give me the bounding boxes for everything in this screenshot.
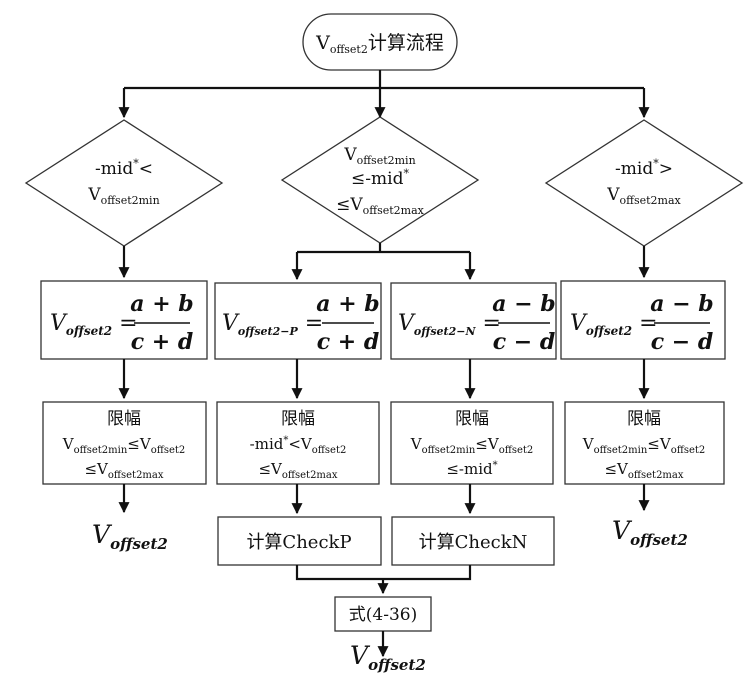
limit-box-1: 限幅 Voffset2min≤Voffset2 ≤Voffset2max <box>42 401 207 485</box>
check-p-box: 计算CheckP <box>217 516 382 566</box>
formula-box-2: Voffset2−P = a + b c + d <box>214 282 382 360</box>
formula-1-numerator: a + b <box>130 291 193 317</box>
check-p-label: 计算CheckP <box>246 532 351 553</box>
check-p-rect <box>217 516 382 566</box>
check-n-label: 计算CheckN <box>419 532 528 553</box>
decision-middle-line2: ≤-mid* <box>351 167 409 189</box>
formula-3-numerator: a − b <box>492 291 555 317</box>
limit-2-title: 限幅 <box>281 409 315 429</box>
decision-left-line2: Voffset2min <box>87 185 159 207</box>
start-sub: offset2 <box>330 43 368 56</box>
formula-1-rect <box>40 280 208 360</box>
limit-box-4: 限幅 Voffset2min≤Voffset2 ≤Voffset2max <box>564 401 725 485</box>
start-node: Voffset2计算流程 <box>302 13 458 71</box>
equation-label: 式(4-36) <box>349 605 417 625</box>
limit-2-line2: -mid*<Voffset2 <box>250 435 347 456</box>
formula-4-lhs: Voffset2 = <box>570 311 658 338</box>
decision-right: -mid*> Voffset2max <box>544 119 744 247</box>
decision-left: -mid*< Voffset2min <box>24 119 224 247</box>
limit-4-title: 限幅 <box>627 409 661 429</box>
start-v: V <box>315 32 330 54</box>
decision-middle-line1: Voffset2min <box>343 145 415 167</box>
decision-right-line2: Voffset2max <box>606 185 681 207</box>
formula-1-lhs: Voffset2 = <box>50 311 138 338</box>
decision-left-line1: -mid*< <box>95 157 153 179</box>
equation-box: 式(4-36) <box>334 596 432 632</box>
output-left: Voffset2 <box>92 520 168 553</box>
limit-3-line2: Voffset2min≤Voffset2 <box>410 435 534 456</box>
formula-2-rect <box>214 282 382 360</box>
limit-1-line2: Voffset2min≤Voffset2 <box>62 435 186 456</box>
formula-2-denominator: c + d <box>317 329 380 355</box>
equation-rect <box>334 596 432 632</box>
formula-3-lhs: Voffset2−N = <box>398 311 501 338</box>
limit-4-line3: ≤Voffset2max <box>604 460 683 481</box>
limit-box-2: 限幅 -mid*<Voffset2 ≤Voffset2max <box>216 401 380 485</box>
formula-4-rect <box>560 280 726 360</box>
formula-box-3: Voffset2−N = a − b c − d <box>390 282 557 360</box>
formula-2-lhs: Voffset2−P = <box>222 311 323 338</box>
limit-box-3: 限幅 Voffset2min≤Voffset2 ≤-mid* <box>390 401 554 485</box>
limit-3-title: 限幅 <box>455 409 489 429</box>
formula-1-denominator: c + d <box>131 329 194 355</box>
decision-right-line1: -mid*> <box>615 157 673 179</box>
output-right: Voffset2 <box>612 516 688 549</box>
formula-4-denominator: c − d <box>651 329 714 355</box>
formula-box-4: Voffset2 = a − b c − d <box>560 280 726 360</box>
formula-3-denominator: c − d <box>493 329 556 355</box>
output-bottom: Voffset2 <box>350 641 426 674</box>
formula-2-numerator: a + b <box>316 291 379 317</box>
limit-1-line3: ≤Voffset2max <box>84 460 163 481</box>
limit-4-line2: Voffset2min≤Voffset2 <box>582 435 706 456</box>
formula-3-rect <box>390 282 557 360</box>
decision-middle: Voffset2min ≤-mid* ≤Voffset2max <box>280 116 480 244</box>
check-n-rect <box>391 516 555 566</box>
limit-3-line3: ≤-mid* <box>446 460 497 478</box>
limit-1-title: 限幅 <box>107 409 141 429</box>
connector-merge <box>295 565 472 581</box>
check-n-box: 计算CheckN <box>391 516 555 566</box>
start-text: 计算流程 <box>368 32 444 54</box>
decision-right-diamond <box>544 119 744 247</box>
limit-1-rect <box>42 401 207 485</box>
decision-middle-line3: ≤Voffset2max <box>336 195 425 217</box>
limit-3-rect <box>390 401 554 485</box>
limit-2-line3: ≤Voffset2max <box>258 460 337 481</box>
decision-left-diamond <box>24 119 224 247</box>
start-label: Voffset2计算流程 <box>315 32 444 56</box>
formula-4-numerator: a − b <box>650 291 713 317</box>
limit-2-rect <box>216 401 380 485</box>
limit-4-rect <box>564 401 725 485</box>
formula-box-1: Voffset2 = a + b c + d <box>40 280 208 360</box>
